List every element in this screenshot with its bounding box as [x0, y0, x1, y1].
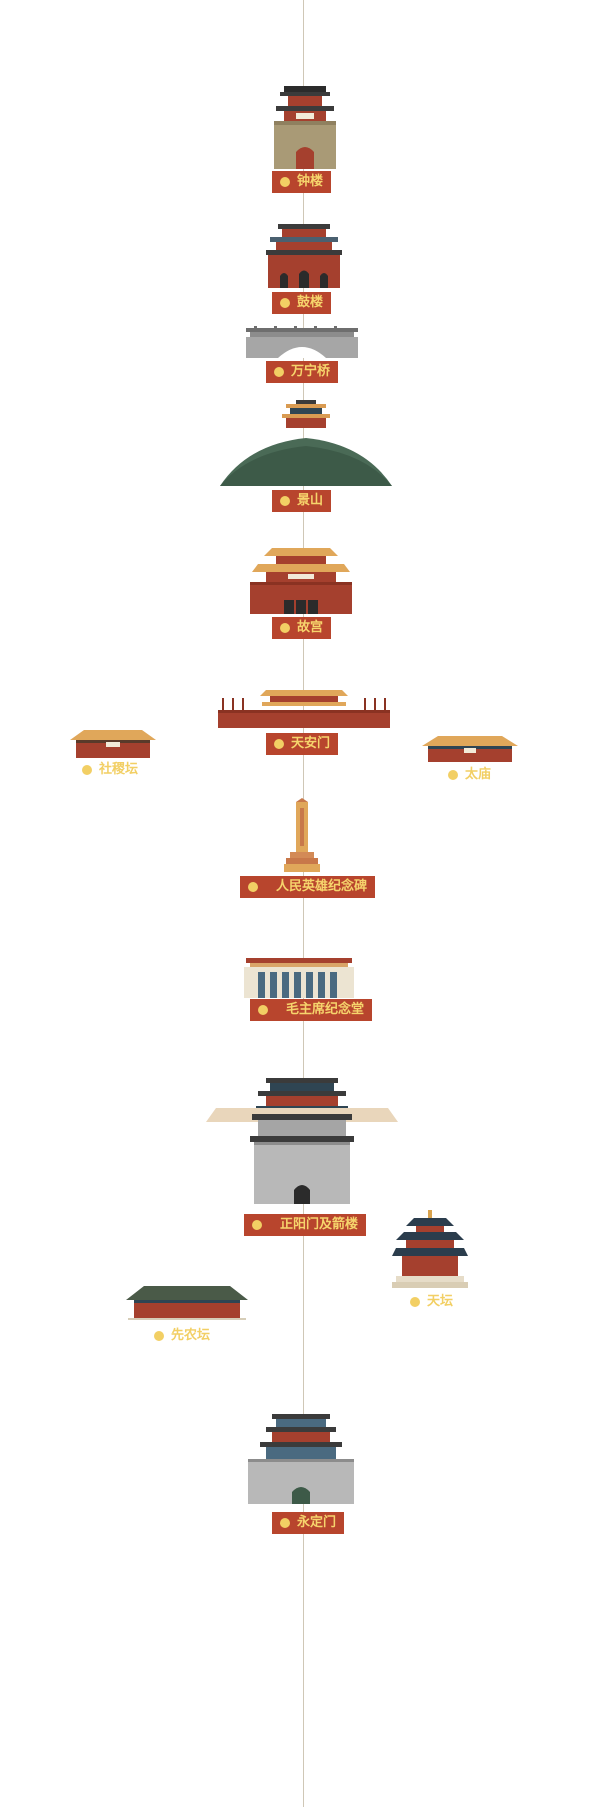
tag-label: 万宁桥	[291, 364, 331, 379]
dot-icon	[280, 298, 290, 308]
tag-yongdingmen[interactable]: 永定门	[272, 1512, 345, 1534]
tag-label: 正阳门及箭楼	[280, 1217, 359, 1232]
tag-tiantan[interactable]: 天坛	[410, 1291, 453, 1313]
tag-label: 人民英雄纪念碑	[276, 879, 368, 894]
bell-tower-icon	[274, 86, 336, 169]
tag-label: 鼓楼	[297, 295, 324, 310]
gate-tower-icon	[218, 690, 390, 728]
drum-tower-icon	[266, 224, 342, 288]
dot-icon	[248, 882, 258, 892]
dot-icon	[154, 1331, 164, 1341]
tag-drum-tower[interactable]: 鼓楼	[272, 292, 332, 314]
round-temple-icon	[392, 1210, 468, 1288]
gate-arrow-tower-icon	[206, 1078, 398, 1204]
tag-label: 故宫	[297, 620, 324, 635]
tag-wanning-bridge[interactable]: 万宁桥	[266, 361, 339, 383]
central-axis-line	[303, 0, 304, 1807]
dot-icon	[274, 739, 284, 749]
dot-icon	[280, 177, 290, 187]
tag-label: 社稷坛	[99, 762, 139, 777]
tag-label: 毛主席纪念堂	[286, 1002, 365, 1017]
dot-icon	[280, 623, 290, 633]
tag-shejitan[interactable]: 社稷坛	[82, 759, 138, 781]
dot-icon	[410, 1297, 420, 1307]
tag-bell-tower[interactable]: 钟楼	[272, 171, 332, 193]
tag-label: 景山	[297, 493, 324, 508]
tag-label: 天坛	[427, 1294, 454, 1309]
tag-zhengyangmen[interactable]: 正阳门及箭楼	[244, 1214, 367, 1236]
tag-forbidden-city[interactable]: 故宫	[272, 617, 332, 639]
altar-hall-icon	[70, 730, 156, 758]
tag-jingshan[interactable]: 景山	[272, 490, 332, 512]
dot-icon	[280, 496, 290, 506]
stone-bridge-icon	[246, 326, 358, 358]
tag-xiannongtan[interactable]: 先农坛	[154, 1325, 210, 1347]
dot-icon	[258, 1005, 268, 1015]
tag-label: 先农坛	[171, 1328, 211, 1343]
tag-monument[interactable]: 人民英雄纪念碑	[240, 876, 376, 898]
dot-icon	[448, 770, 458, 780]
city-gate-icon	[248, 1414, 354, 1504]
tag-mausoleum[interactable]: 毛主席纪念堂	[250, 999, 373, 1021]
hill-pavilion-icon	[220, 400, 392, 486]
long-hall-icon	[126, 1286, 248, 1320]
palace-hall-icon	[250, 548, 352, 614]
memorial-hall-icon	[244, 958, 354, 998]
temple-hall-icon	[422, 736, 518, 762]
tag-taimiao[interactable]: 太庙	[448, 764, 491, 786]
tag-tiananmen[interactable]: 天安门	[266, 733, 339, 755]
dot-icon	[252, 1220, 262, 1230]
tag-label: 钟楼	[297, 174, 324, 189]
tag-label: 永定门	[297, 1515, 337, 1530]
tag-label: 天安门	[291, 736, 331, 751]
dot-icon	[82, 765, 92, 775]
obelisk-icon	[284, 798, 320, 872]
dot-icon	[274, 367, 284, 377]
dot-icon	[280, 1518, 290, 1528]
tag-label: 太庙	[465, 767, 492, 782]
